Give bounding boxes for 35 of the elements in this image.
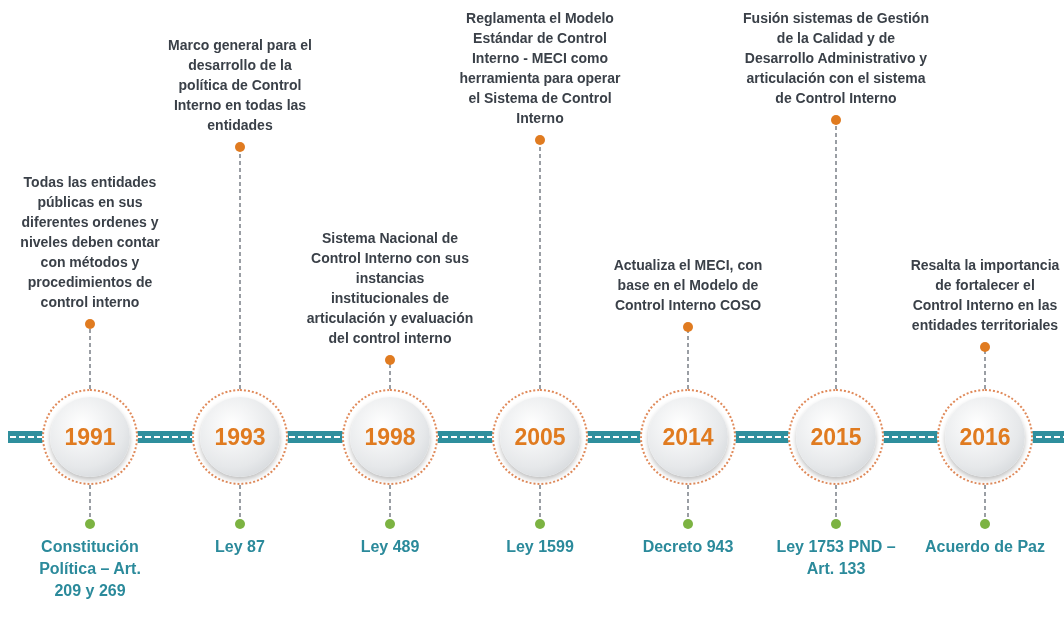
- year-label: 2005: [514, 423, 566, 451]
- dotted-connector: [683, 484, 693, 529]
- legal-reference: Constitución Política – Art. 209 y 269: [25, 524, 155, 602]
- milestone-description: Actualiza el MECI, con base en el Modelo de Control Interno COSO: [613, 255, 763, 327]
- year-label: 2014: [662, 423, 714, 451]
- dotted-connector: [85, 484, 95, 529]
- year-label: 1993: [214, 423, 266, 451]
- milestone-description: Reglamenta el Modelo Estándar de Control Interno - MECI como herramienta para operar el Sistema de Control Interno: [455, 8, 625, 140]
- year-label: 1991: [64, 423, 116, 451]
- legal-reference: Ley 1599: [480, 524, 600, 558]
- dotted-connector: [235, 142, 245, 390]
- year-label: 1998: [364, 423, 416, 451]
- milestone-description: Todas las entidades públicas en sus diferentes ordenes y niveles deben contar con métodos y procedimientos de control interno: [10, 172, 170, 324]
- dotted-connector: [683, 322, 693, 390]
- year-label: 2015: [810, 423, 862, 451]
- dotted-connector: [980, 484, 990, 529]
- legal-reference: Ley 489: [330, 524, 450, 558]
- dotted-connector: [385, 484, 395, 529]
- legal-reference: Ley 1753 PND – Art. 133: [776, 524, 896, 580]
- milestone-description: Fusión sistemas de Gestión de la Calidad y de Desarrollo Administrativo y articulación con el sistema de Control Interno: [741, 8, 931, 120]
- dotted-connector: [831, 115, 841, 390]
- dotted-connector: [85, 319, 95, 390]
- dotted-connector: [980, 342, 990, 390]
- milestone-description: Marco general para el desarrollo de la política de Control Interno en todas las entidades: [165, 35, 315, 147]
- legal-reference: Decreto 943: [623, 524, 753, 558]
- legal-reference: Ley 87: [180, 524, 300, 558]
- dotted-connector: [535, 484, 545, 529]
- milestone-description: Resalta la importancia de fortalecer el Control Interno en las entidades territoriales: [910, 255, 1060, 347]
- dotted-connector: [235, 484, 245, 529]
- legal-reference: Acuerdo de Paz: [915, 524, 1055, 558]
- milestone-description: Sistema Nacional de Control Interno con sus instancias institucionales de articulación y evaluación del control interno: [305, 228, 475, 360]
- year-label: 2016: [959, 423, 1011, 451]
- dotted-connector: [535, 135, 545, 390]
- dotted-connector: [831, 484, 841, 529]
- dotted-connector: [385, 355, 395, 390]
